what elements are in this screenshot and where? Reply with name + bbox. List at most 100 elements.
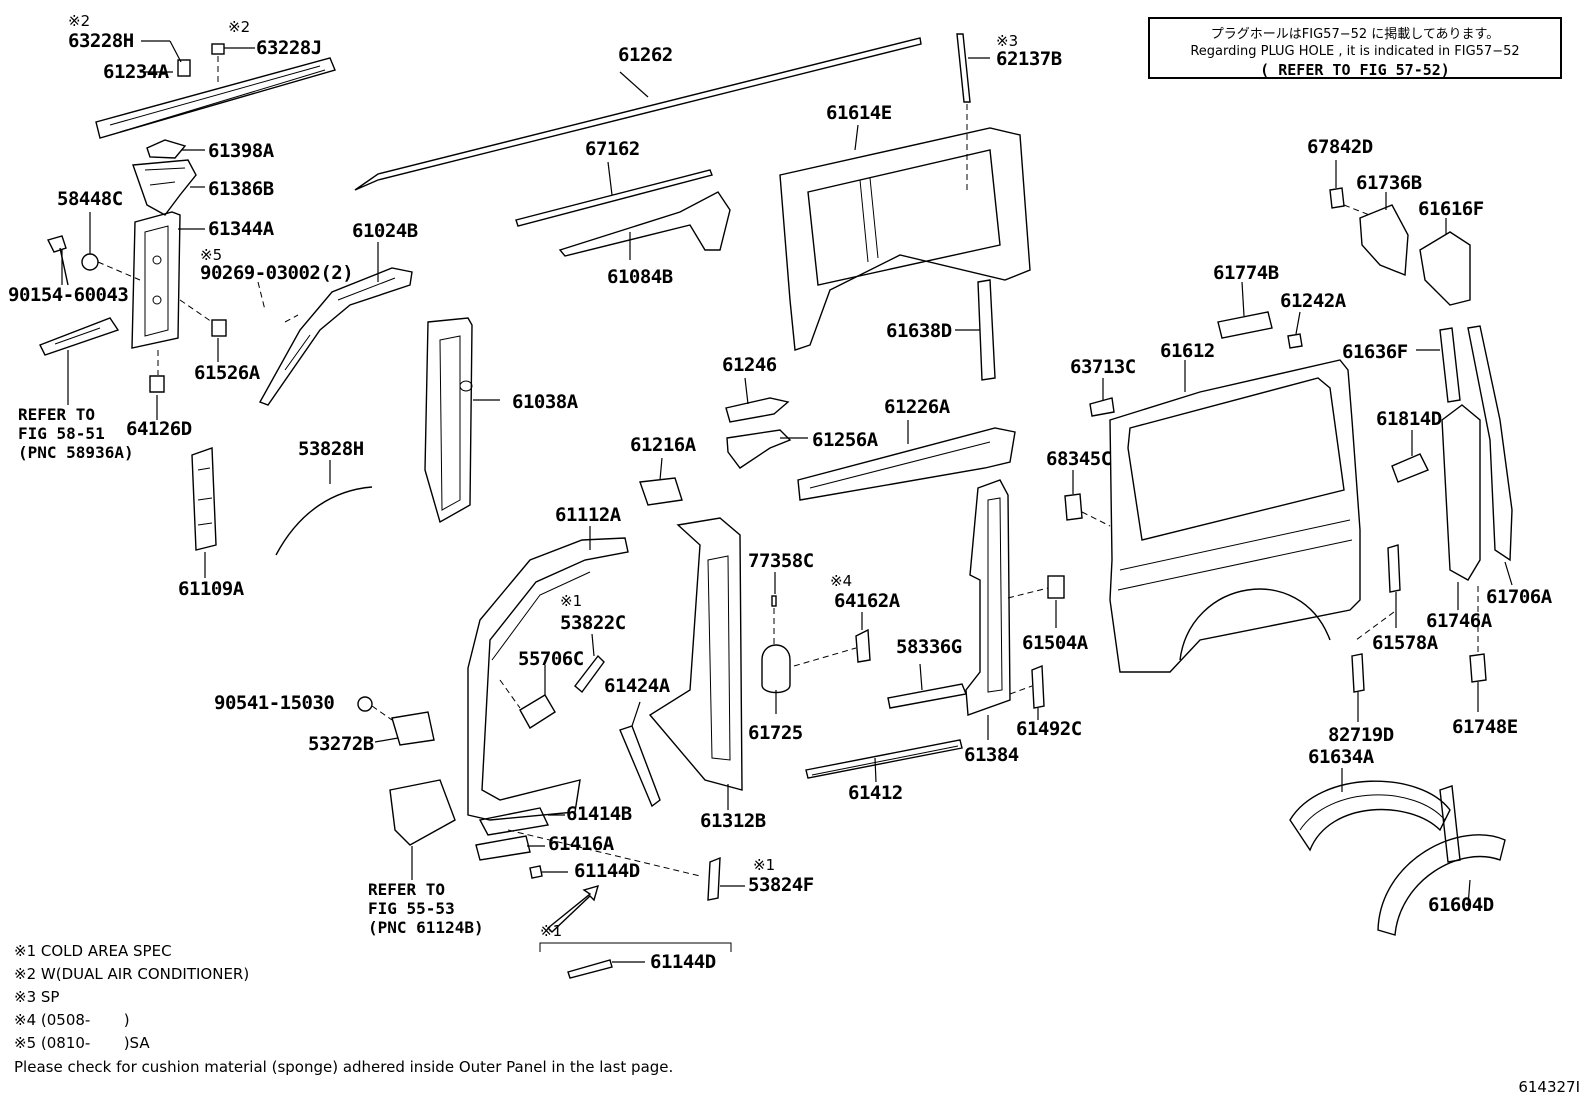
- pnc-61144D-clip[interactable]: 61144D: [574, 860, 640, 882]
- part-61492C-drawing: [1031, 664, 1045, 709]
- pnc-61612[interactable]: 61612: [1160, 340, 1215, 362]
- pnc-61242A[interactable]: 61242A: [1280, 290, 1346, 312]
- pnc-61416A[interactable]: 61416A: [548, 833, 614, 855]
- refer-fig-55-53[interactable]: REFER TO FIG 55-53 (PNC 61124B): [368, 880, 484, 937]
- pnc-61109A[interactable]: 61109A: [178, 578, 244, 600]
- pnc-61614E[interactable]: 61614E: [826, 102, 892, 124]
- pnc-90269[interactable]: 90269-03002(2): [200, 262, 354, 284]
- pnc-61604D[interactable]: 61604D: [1428, 894, 1494, 916]
- pnc-61736B[interactable]: 61736B: [1356, 172, 1422, 194]
- part-61416A-drawing: [475, 835, 531, 861]
- part-61398A-drawing: [146, 139, 187, 159]
- part-61386B-drawing: [132, 159, 197, 216]
- part-61604D-drawing: [1377, 834, 1506, 936]
- pnc-61246[interactable]: 61246: [722, 354, 777, 376]
- refer-fig-58-51[interactable]: REFER TO FIG 58-51 (PNC 58936A): [18, 405, 134, 462]
- pnc-61038A[interactable]: 61038A: [512, 391, 578, 413]
- pnc-61226A[interactable]: 61226A: [884, 396, 950, 418]
- part-61234A-drawing: [95, 43, 336, 139]
- pnc-58336G[interactable]: 58336G: [896, 636, 962, 658]
- pnc-53822C[interactable]: 53822C: [560, 612, 626, 634]
- mark-53822C: ※1: [560, 592, 583, 610]
- part-61748E-drawing: [1469, 653, 1487, 683]
- pnc-61636F[interactable]: 61636F: [1342, 341, 1408, 363]
- pnc-61144D-strip[interactable]: 61144D: [650, 951, 716, 973]
- part-61614E-drawing: [779, 127, 1031, 351]
- pnc-61748E[interactable]: 61748E: [1452, 716, 1518, 738]
- pnc-58448C[interactable]: 58448C: [57, 188, 123, 210]
- pnc-63228J[interactable]: 63228J: [256, 37, 322, 59]
- pnc-61412[interactable]: 61412: [848, 782, 903, 804]
- pnc-53272B[interactable]: 53272B: [308, 733, 374, 755]
- pnc-63713C[interactable]: 63713C: [1070, 356, 1136, 378]
- part-61242A-drawing: [1287, 333, 1303, 349]
- pnc-61414B[interactable]: 61414B: [566, 803, 632, 825]
- pnc-61638D[interactable]: 61638D: [886, 320, 952, 342]
- note-reference: ( REFER TO FIG 57-52): [1260, 61, 1450, 79]
- note-japanese: プラグホールはFIG57−52 に掲載してあります。: [1210, 27, 1500, 42]
- part-61084B-drawing: [558, 191, 731, 257]
- pnc-77358C[interactable]: 77358C: [748, 550, 814, 572]
- pnc-64126D[interactable]: 64126D: [126, 418, 192, 440]
- part-61412-drawing: [805, 739, 963, 779]
- pnc-53824F[interactable]: 53824F: [748, 874, 814, 896]
- part-61636F-drawing: [1439, 327, 1461, 403]
- pnc-61616F[interactable]: 61616F: [1418, 198, 1484, 220]
- part-82719D-drawing: [1351, 653, 1365, 693]
- pnc-67162[interactable]: 67162: [585, 138, 640, 160]
- part-64162A-drawing: [855, 628, 871, 663]
- pnc-55706C[interactable]: 55706C: [518, 648, 584, 670]
- pnc-61084B[interactable]: 61084B: [607, 266, 673, 288]
- pnc-61384[interactable]: 61384: [964, 744, 1019, 766]
- part-61424A-drawing: [619, 725, 661, 808]
- pnc-61492C[interactable]: 61492C: [1016, 718, 1082, 740]
- part-63713C-drawing: [1089, 397, 1115, 417]
- part-62137B-drawing: [956, 33, 971, 103]
- part-61216A-drawing: [639, 477, 683, 506]
- figure-id: 614327I: [1518, 1078, 1580, 1096]
- pnc-61256A[interactable]: 61256A: [812, 429, 878, 451]
- pnc-90541[interactable]: 90541-15030: [214, 692, 335, 714]
- pnc-61814D[interactable]: 61814D: [1376, 408, 1442, 430]
- part-53824F-drawing: [707, 856, 721, 901]
- footnote-3: ※3 SP: [14, 988, 60, 1006]
- footnote-4: ※4 (0508- ): [14, 1011, 130, 1029]
- note-english: Regarding PLUG HOLE , it is indicated in…: [1190, 44, 1520, 59]
- part-61262-drawing: [354, 37, 922, 191]
- mark-63228H: ※2: [68, 12, 91, 30]
- pnc-61706A[interactable]: 61706A: [1486, 586, 1552, 608]
- part-61814D-drawing: [1391, 453, 1429, 483]
- pnc-61262[interactable]: 61262: [618, 44, 673, 66]
- pnc-68345C[interactable]: 68345C: [1046, 448, 1112, 470]
- part-53822C-drawing: [574, 654, 605, 694]
- pnc-61634A[interactable]: 61634A: [1308, 746, 1374, 768]
- pnc-61234A[interactable]: 61234A: [103, 61, 169, 83]
- pnc-61216A[interactable]: 61216A: [630, 434, 696, 456]
- part-61124B-drawing: [389, 779, 456, 846]
- pnc-61312B[interactable]: 61312B: [700, 810, 766, 832]
- pnc-61398A[interactable]: 61398A: [208, 140, 274, 162]
- plug-hole-note: プラグホールはFIG57−52 に掲載してあります。 Regarding PLU…: [1148, 17, 1562, 79]
- part-61725-drawing: [761, 644, 791, 694]
- part-53272B-drawing: [391, 711, 435, 746]
- pnc-61504A[interactable]: 61504A: [1022, 632, 1088, 654]
- pnc-61578A[interactable]: 61578A: [1372, 632, 1438, 654]
- pnc-61386B[interactable]: 61386B: [208, 178, 274, 200]
- part-61312B-drawing: [648, 517, 743, 791]
- pnc-61774B[interactable]: 61774B: [1213, 262, 1279, 284]
- pnc-61024B[interactable]: 61024B: [352, 220, 418, 242]
- pnc-61725[interactable]: 61725: [748, 722, 803, 744]
- pnc-67842D[interactable]: 67842D: [1307, 136, 1373, 158]
- pnc-61526A[interactable]: 61526A: [194, 362, 260, 384]
- pnc-63228H[interactable]: 63228H: [68, 30, 134, 52]
- pnc-61112A[interactable]: 61112A: [555, 504, 621, 526]
- pnc-82719D[interactable]: 82719D: [1328, 724, 1394, 746]
- pnc-90154[interactable]: 90154-60043: [8, 284, 129, 306]
- pnc-62137B[interactable]: 62137B: [996, 48, 1062, 70]
- part-61109A-drawing: [191, 447, 217, 551]
- pnc-53828H[interactable]: 53828H: [298, 438, 364, 460]
- pnc-61424A[interactable]: 61424A: [604, 675, 670, 697]
- pnc-64162A[interactable]: 64162A: [834, 590, 900, 612]
- pnc-61746A[interactable]: 61746A: [1426, 610, 1492, 632]
- pnc-61344A[interactable]: 61344A: [208, 218, 274, 240]
